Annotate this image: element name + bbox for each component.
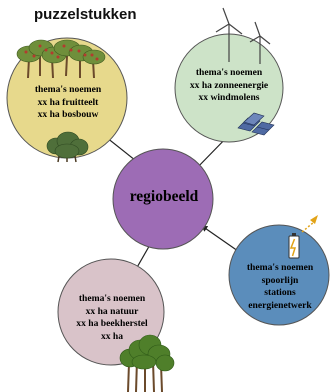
center-circle bbox=[112, 148, 214, 250]
node-infra-line: energienetwerk bbox=[248, 299, 312, 311]
node-infra-text: thema's noemen spoorlijn stations energi… bbox=[232, 262, 328, 312]
node-infra-line: thema's noemen bbox=[246, 262, 314, 273]
solar-panels-icon bbox=[237, 112, 275, 136]
diagram-title: puzzelstukken bbox=[34, 6, 137, 23]
node-agri-text: thema's noemen xx ha fruitteelt xx ha bo… bbox=[17, 84, 119, 122]
shrub-icon bbox=[46, 131, 89, 163]
node-energy-line: xx windmolens bbox=[198, 92, 260, 103]
node-nature-text: thema's noemen xx ha natuur xx ha beekhe… bbox=[62, 293, 162, 343]
node-nature bbox=[57, 258, 175, 392]
node-energy-text: thema's noemen xx ha zonneenergie xx win… bbox=[177, 67, 281, 105]
node-infra bbox=[228, 215, 330, 326]
node-nature-line: thema's noemen bbox=[78, 293, 146, 304]
node-agri-line: thema's noemen bbox=[34, 84, 102, 95]
center-label: regiobeeld bbox=[129, 188, 199, 205]
node-nature-line: xx ha bbox=[100, 330, 124, 342]
node-energy-line: xx ha zonneenergie bbox=[189, 79, 269, 91]
node-nature-line: xx ha beekherstel bbox=[76, 318, 148, 329]
node-nature-line: xx ha natuur bbox=[85, 305, 139, 317]
node-nature-circle bbox=[57, 258, 165, 366]
node-energy bbox=[174, 7, 284, 143]
node-infra-circle bbox=[228, 224, 330, 326]
node-infra-line: stations bbox=[264, 287, 296, 298]
node-energy-line: thema's noemen bbox=[195, 67, 263, 78]
wind-turbines-icon bbox=[215, 7, 271, 64]
node-agri-line: xx ha bosbouw bbox=[37, 109, 99, 120]
node-agri-line: xx ha fruitteelt bbox=[37, 96, 99, 108]
node-agri bbox=[6, 37, 128, 163]
fruit-trees-icon bbox=[16, 39, 106, 79]
node-infra-line: spoorlijn bbox=[261, 274, 299, 286]
forest-trees-icon bbox=[119, 334, 175, 392]
battery-charging-icon bbox=[288, 215, 318, 259]
